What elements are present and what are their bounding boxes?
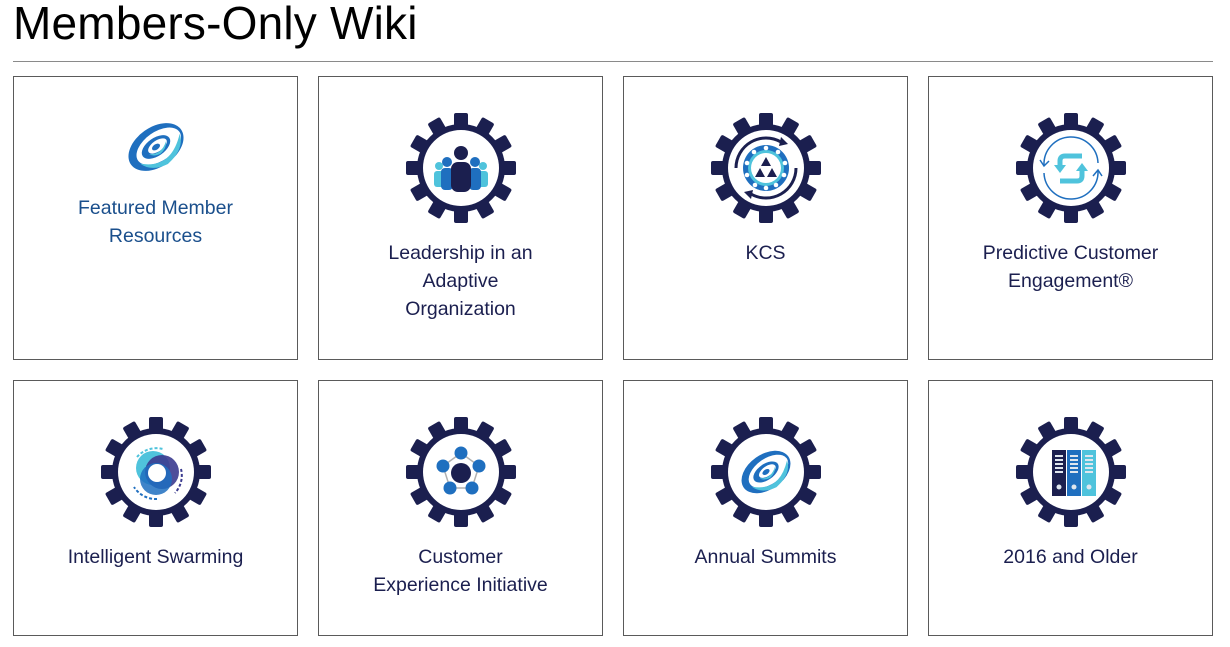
- card-customer-experience-initiative[interactable]: Customer Experience Initiative: [318, 380, 603, 636]
- card-label-line: Adaptive: [422, 270, 499, 292]
- card-kcs[interactable]: KCS: [623, 76, 908, 360]
- card-label: Annual Summits: [624, 543, 907, 571]
- card-label-line: Customer: [418, 546, 503, 568]
- page-title: Members-Only Wiki: [13, 0, 418, 49]
- card-label-line: Annual Summits: [694, 546, 837, 568]
- card-label-line: Organization: [405, 298, 516, 320]
- title-divider: [13, 61, 1213, 62]
- card-label: Featured Member Resources: [14, 194, 297, 250]
- card-label: Customer Experience Initiative: [319, 543, 602, 599]
- card-predictive-customer-engagement[interactable]: Predictive Customer Engagement®: [928, 76, 1213, 360]
- card-intelligent-swarming[interactable]: Intelligent Swarming: [13, 380, 298, 636]
- card-leadership-adaptive-organization[interactable]: Leadership in an Adaptive Organization: [318, 76, 603, 360]
- card-label-line: KCS: [745, 242, 786, 264]
- card-2016-and-older[interactable]: 2016 and Older: [928, 380, 1213, 636]
- gear-network-nodes-icon: [406, 417, 516, 527]
- card-label: KCS: [624, 239, 907, 267]
- card-label-line: Experience Initiative: [373, 574, 548, 596]
- card-label-line: Predictive Customer: [982, 242, 1159, 264]
- card-label-line: Leadership in an: [388, 242, 533, 264]
- card-label: Intelligent Swarming: [14, 543, 297, 571]
- card-featured-member-resources[interactable]: Featured Member Resources: [13, 76, 298, 360]
- card-label-line: Intelligent Swarming: [67, 546, 244, 568]
- gear-triangle-cycle-icon: [711, 113, 821, 223]
- card-label-line: Engagement®: [1008, 270, 1133, 292]
- card-label: Predictive Customer Engagement®: [929, 239, 1212, 295]
- card-label-line: Featured Member: [78, 197, 233, 219]
- card-annual-summits[interactable]: Annual Summits: [623, 380, 908, 636]
- gear-swarm-circles-icon: [101, 417, 211, 527]
- gear-spiral-icon: [711, 417, 821, 527]
- gear-people-icon: [406, 113, 516, 223]
- card-label: Leadership in an Adaptive Organization: [319, 239, 602, 323]
- card-label: 2016 and Older: [929, 543, 1212, 571]
- card-label-line: Resources: [108, 225, 203, 247]
- card-label-line: 2016 and Older: [1003, 546, 1138, 568]
- gear-refresh-arrows-icon: [1016, 113, 1126, 223]
- gear-binders-icon: [1016, 417, 1126, 527]
